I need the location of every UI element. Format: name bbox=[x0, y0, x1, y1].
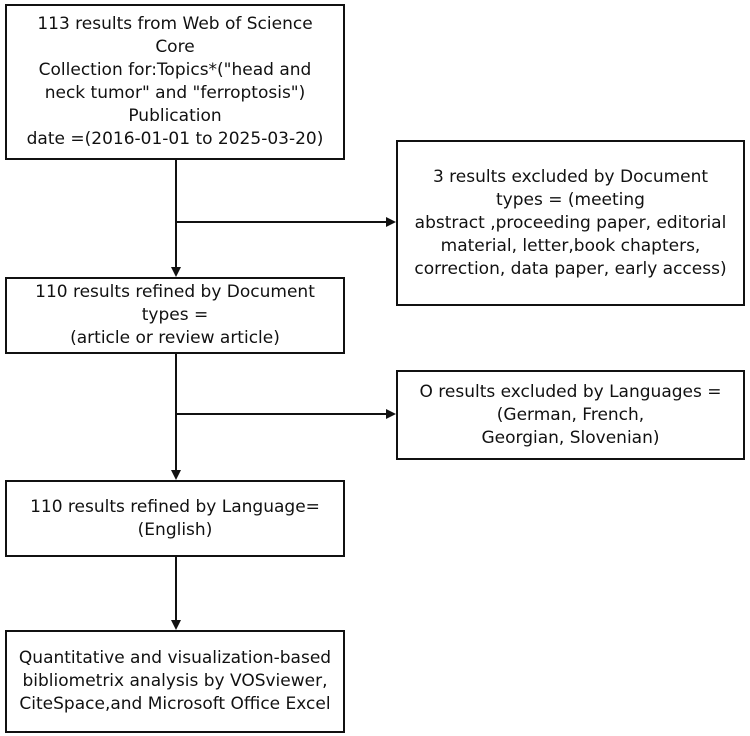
excluded-languages-line: O results excluded by Languages = bbox=[419, 381, 722, 402]
analysis-box: Quantitative and visualization-based bib… bbox=[5, 630, 345, 733]
analysis-line: bibliometrix analysis by VOSviewer, bbox=[22, 671, 328, 691]
identification-box: 113 results from Web of Science Core Col… bbox=[5, 4, 345, 160]
identification-line: Collection for:Topics*("head and bbox=[38, 60, 312, 80]
refined-language-line: 110 results refined by Language= bbox=[30, 496, 320, 517]
analysis-line: Quantitative and visualization-based bbox=[18, 648, 332, 668]
refined-language-line: (English) bbox=[137, 519, 213, 540]
excluded-doctypes-line: correction, data paper, early access) bbox=[414, 258, 727, 279]
identification-line: 113 results from Web of Science bbox=[37, 14, 313, 34]
identification-line: Core bbox=[155, 37, 195, 57]
refined-doctypes-line: types = bbox=[141, 305, 209, 325]
excluded-languages-line: (German, French, bbox=[496, 404, 645, 425]
analysis-line: CiteSpace,and Microsoft Office Excel bbox=[19, 694, 331, 714]
refined-language-box: 110 results refined by Language= (Englis… bbox=[5, 480, 345, 557]
excluded-languages-box: O results excluded by Languages = (Germa… bbox=[396, 370, 745, 460]
refined-doctypes-line: 110 results refined by Document bbox=[35, 282, 315, 302]
identification-line: neck tumor" and "ferroptosis") bbox=[44, 83, 306, 103]
identification-line: date =(2016-01-01 to 2025-03-20) bbox=[26, 129, 324, 149]
excluded-doctypes-line: 3 results excluded by Document bbox=[432, 166, 709, 187]
excluded-doctypes-line: types = (meeting bbox=[496, 189, 645, 210]
excluded-doctypes-line: abstract ,proceeding paper, editorial bbox=[414, 212, 727, 233]
excluded-languages-line: Georgian, Slovenian) bbox=[481, 427, 660, 448]
excluded-doctypes-line: material, letter,book chapters, bbox=[440, 235, 701, 256]
excluded-doctypes-box: 3 results excluded by Document types = (… bbox=[396, 140, 745, 306]
refined-doctypes-line: (article or review article) bbox=[70, 328, 280, 348]
identification-line: Publication bbox=[128, 106, 222, 126]
refined-doctypes-box: 110 results refined by Document types = … bbox=[5, 277, 345, 354]
